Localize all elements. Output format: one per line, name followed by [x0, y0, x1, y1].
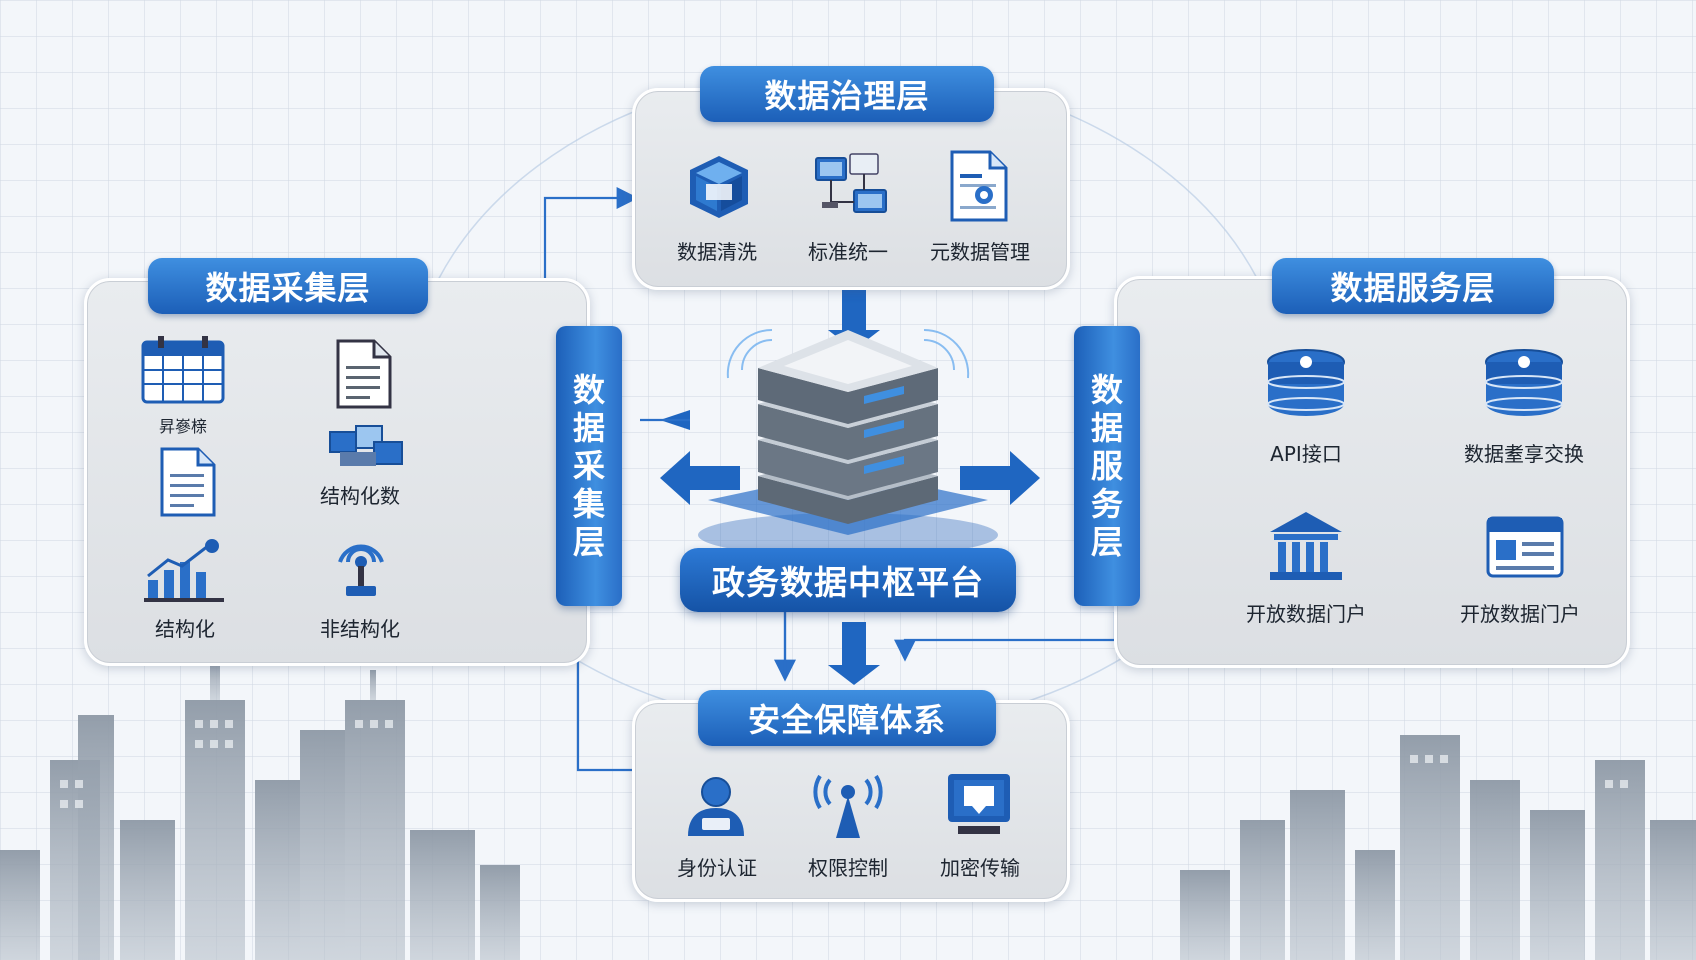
hub-title: 政务数据中枢平台 — [680, 548, 1016, 612]
collection-item-label: 昇嵾榇 — [158, 417, 208, 436]
security-item-label: 加密传输 — [940, 856, 1020, 880]
antenna-icon — [338, 544, 384, 596]
cube-icon — [690, 156, 748, 218]
collection-title: 数据采集层 — [148, 258, 428, 314]
server-stack-icon — [698, 328, 998, 557]
service-panel — [1114, 276, 1630, 668]
database-icon — [1267, 349, 1345, 416]
devices-icon — [329, 425, 403, 466]
governance-title: 数据治理层 — [700, 66, 994, 122]
document-icon — [160, 447, 216, 517]
service-title: 数据服务层 — [1272, 258, 1554, 314]
collection-item-label: 结构化 — [155, 617, 215, 641]
security-title: 安全保障体系 — [698, 690, 996, 746]
collection-item-label: 非结构化 — [320, 617, 400, 641]
governance-item-label: 元数据管理 — [930, 240, 1030, 264]
security-item-label: 权限控制 — [808, 856, 888, 880]
document-gear-icon — [950, 150, 1008, 222]
service-item-label: 开放数据门户 — [1246, 602, 1366, 626]
signal-tower-icon — [813, 774, 883, 838]
service-item-label: API接口 — [1270, 442, 1342, 466]
id-card-icon — [1486, 516, 1564, 578]
table-icon — [141, 336, 225, 404]
service-vertical-bar: 数 据 服 务 层 — [1074, 326, 1140, 606]
collection-item-label: 结构化数 — [320, 484, 400, 508]
collection-vertical-bar: 数 据 采 集 层 — [556, 326, 622, 606]
service-item-label: 开放数据门户 — [1460, 602, 1580, 626]
bar-chart-icon — [144, 539, 224, 602]
service-item-label: 数据耊享交换 — [1464, 442, 1584, 466]
monitor-lock-icon — [948, 774, 1010, 834]
network-icon — [815, 153, 887, 213]
government-building-icon — [1270, 512, 1342, 580]
governance-item-label: 标准统一 — [808, 240, 888, 264]
security-item-label: 身份认证 — [677, 856, 757, 880]
database-icon — [1485, 349, 1563, 416]
document-icon — [336, 339, 392, 409]
governance-item-label: 数据清洗 — [677, 240, 757, 264]
user-badge-icon — [688, 777, 744, 836]
